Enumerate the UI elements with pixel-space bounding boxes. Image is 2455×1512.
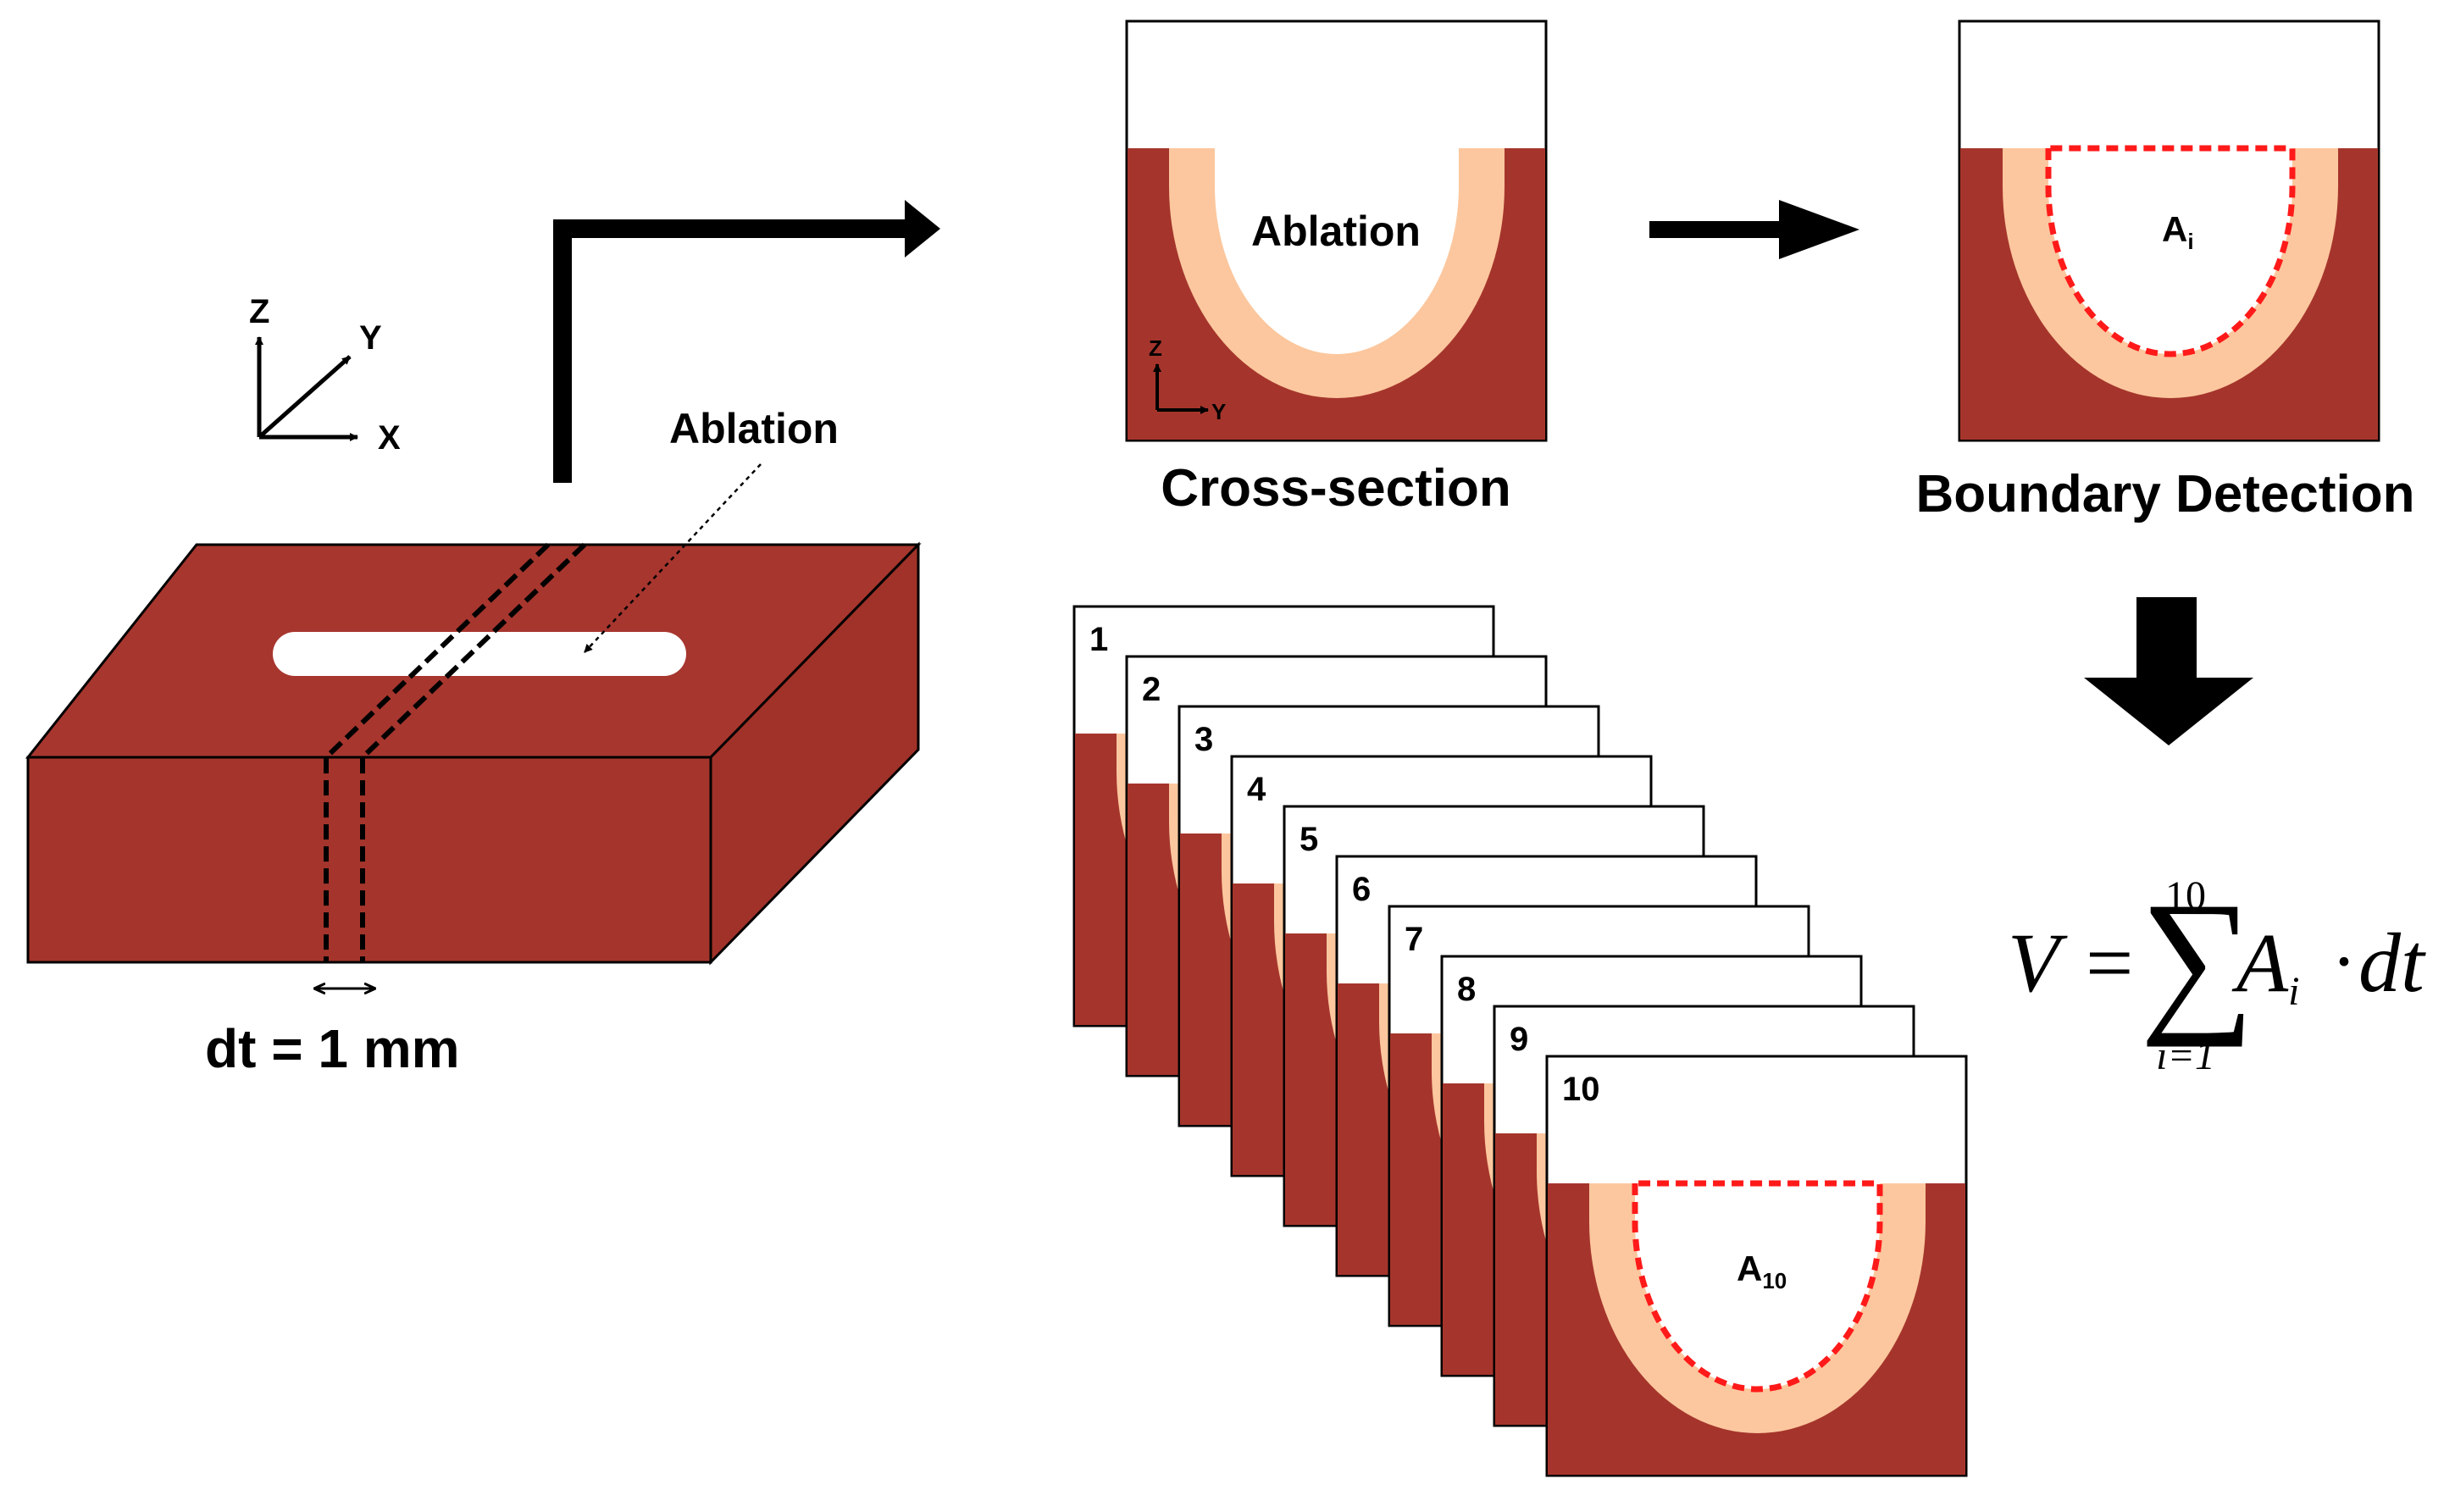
cross-section-ablation-label: Ablation [1251, 208, 1421, 255]
slice-cut-line-2 [360, 542, 587, 962]
svg-text:Ai: Ai [2231, 916, 2299, 1014]
slice-cut-line-1 [324, 542, 551, 962]
area-10-label: A10 [1737, 1249, 1787, 1293]
right-arrow [1649, 200, 1859, 259]
axis-x-label: X [378, 419, 401, 457]
slice-number: 9 [1510, 1021, 1528, 1058]
boundary-detection-title: Boundary Detection [1915, 465, 2414, 523]
slice-number: 10 [1562, 1071, 1600, 1108]
axis-z-label: Z [249, 293, 269, 330]
slice-number: 3 [1194, 721, 1213, 758]
slice-number: 2 [1142, 671, 1161, 708]
cs-axis-z-label: Z [1149, 335, 1162, 361]
boundary-detection-panel: Ai Boundary Detection [1915, 19, 2415, 523]
svg-text:V: V [2008, 916, 2068, 1010]
tissue-block: dt = 1 mm Ablation [25, 405, 922, 1079]
block-side-face [709, 541, 920, 966]
thickness-label: dt = 1 mm [205, 1018, 460, 1079]
block-ablation-label: Ablation [669, 405, 839, 452]
cross-section-title: Cross-section [1161, 459, 1510, 518]
block-front-face [26, 756, 712, 964]
l-arrow [553, 200, 940, 483]
slice-number: 4 [1247, 771, 1266, 808]
slice-number: 6 [1352, 871, 1371, 908]
detected-boundary [2045, 145, 2296, 357]
ablation-slot [273, 632, 686, 676]
y-axis [258, 355, 352, 439]
svg-text:∑: ∑ [2140, 870, 2254, 1048]
svg-text:=: = [2086, 916, 2133, 1010]
svg-text:i=1: i=1 [2156, 1033, 2215, 1078]
slice-10: A10 10 [1545, 1055, 1968, 1477]
volume-formula: V = ∑ 10 i=1 Ai · dt [2008, 870, 2426, 1078]
slice-number: 7 [1405, 921, 1423, 958]
slice-number: 1 [1089, 621, 1108, 658]
svg-text:dt: dt [2358, 916, 2426, 1010]
slice-10-boundary [1632, 1180, 1883, 1393]
cs-axis-y-label: Y [1211, 399, 1226, 424]
area-i-label: Ai [2162, 209, 2194, 254]
svg-text:10: 10 [2165, 873, 2206, 918]
slice-number: 8 [1457, 971, 1476, 1008]
axis-y-label: Y [359, 319, 382, 357]
cross-section-panel: Ablation Z Y Cross-section [1125, 19, 1548, 518]
down-arrow [2084, 597, 2253, 745]
svg-text:·: · [2331, 920, 2357, 1004]
ablation-zone [1215, 148, 1459, 354]
axes-3d: Z Y X [249, 293, 401, 457]
ablation-callout-line [584, 463, 762, 653]
slice-number: 5 [1300, 821, 1318, 858]
